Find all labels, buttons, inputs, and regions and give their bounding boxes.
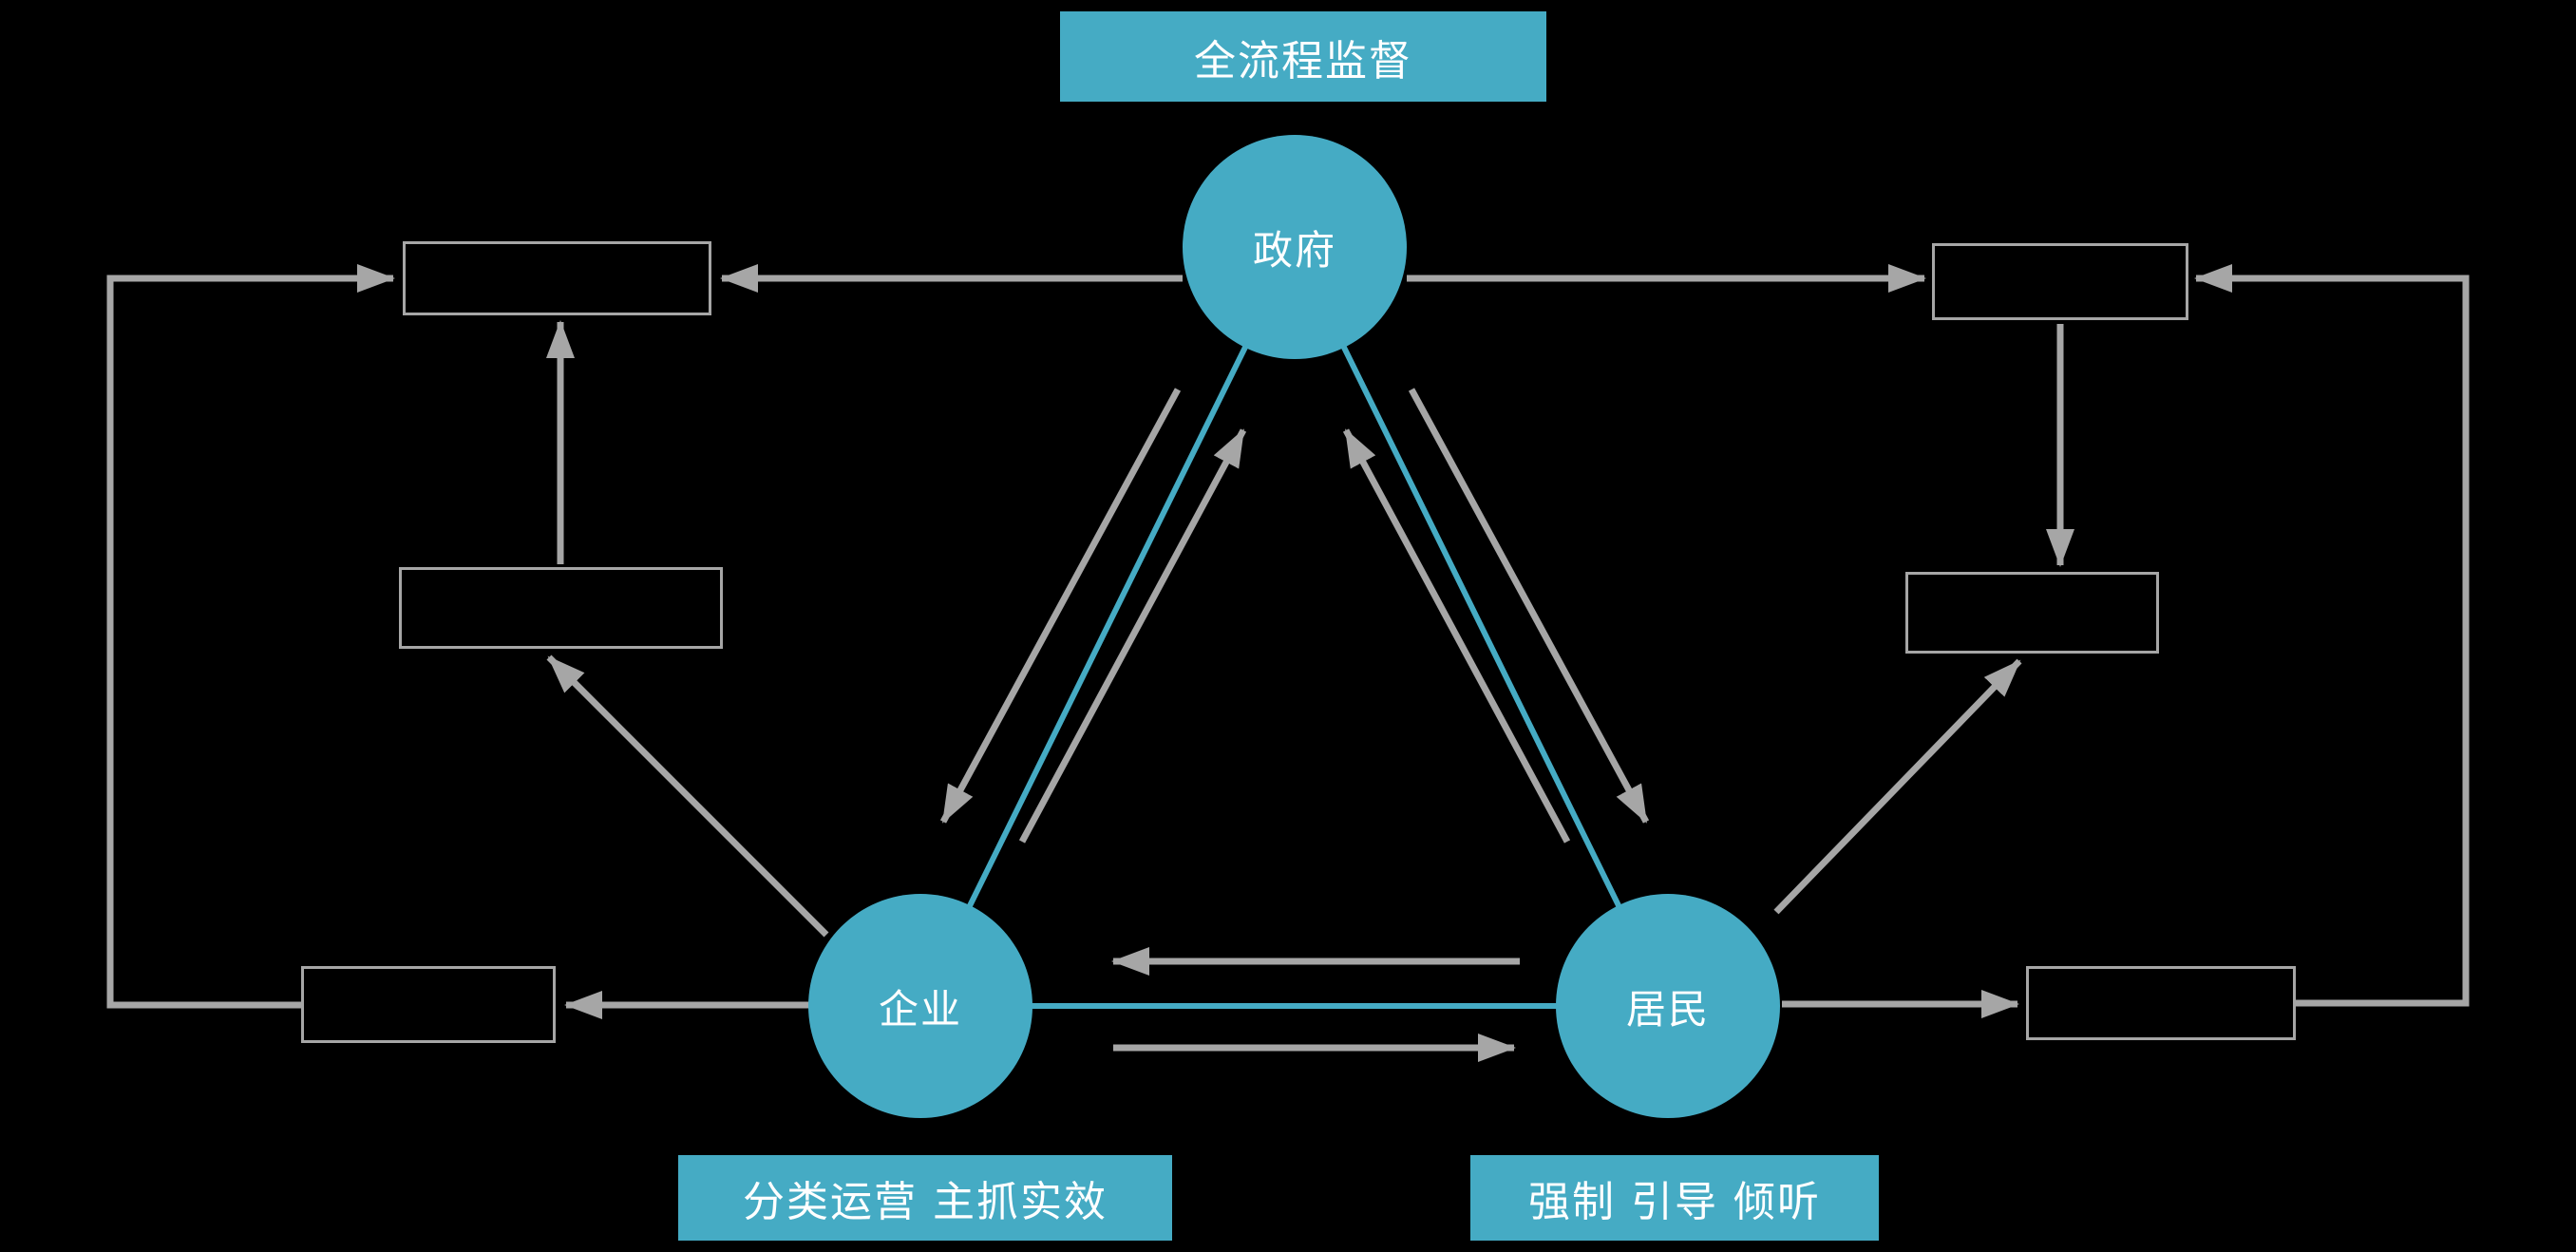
empty-box-right-bottom [2026,966,2296,1040]
edge-government-residents [1292,245,1671,1008]
arrow-left-bottom-box-loop-to-left-top-box [106,264,395,1009]
arrow-government-to-enterprise [939,388,1182,824]
empty-box-right-top [1932,243,2188,320]
label-mandate-guide-listen: 强制 引导 倾听 [1470,1155,1879,1241]
arrow-enterprise-to-left-mid-box [546,654,829,938]
node-enterprise-label: 企业 [878,985,962,1033]
node-residents: 居民 [1556,894,1780,1118]
node-government: 政府 [1183,135,1407,359]
label-classified-operation-text: 分类运营 主抓实效 [743,1178,1108,1226]
empty-box-left-top [403,241,711,315]
node-government-label: 政府 [1252,226,1336,274]
label-classified-operation: 分类运营 主抓实效 [678,1155,1172,1241]
label-mandate-guide-listen-text: 强制 引导 倾听 [1528,1178,1821,1226]
empty-box-left-bottom [301,966,556,1043]
label-full-process-supervision: 全流程监督 [1060,11,1546,102]
empty-box-right-mid [1905,572,2159,654]
label-full-process-supervision-text: 全流程监督 [1194,36,1412,85]
arrow-residents-to-right-mid-box [1773,658,2022,915]
arrow-residents-to-government [1342,428,1571,844]
arrow-right-bottom-box-loop-to-right-top-box [2194,264,2470,1007]
arrow-government-to-residents [1408,388,1650,824]
arrow-enterprise-to-government [1018,428,1247,844]
node-enterprise: 企业 [808,894,1032,1118]
node-residents-label: 居民 [1625,985,1710,1033]
edge-government-enterprise [918,245,1297,1008]
empty-box-left-mid [399,567,723,649]
